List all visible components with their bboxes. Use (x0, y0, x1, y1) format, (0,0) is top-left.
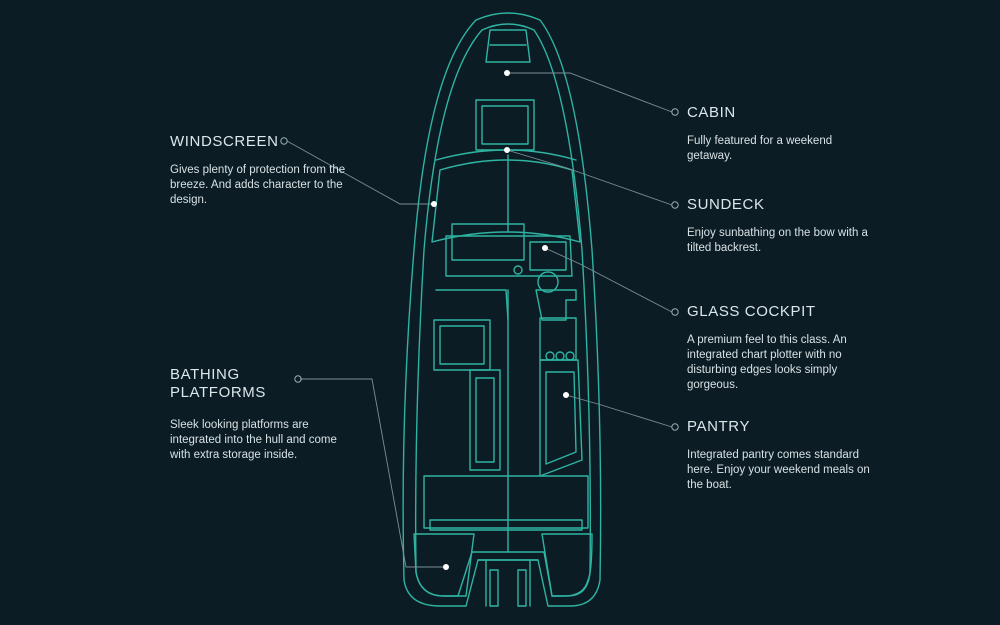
windscreen-callout: WINDSCREEN Gives plenty of protection fr… (170, 133, 360, 208)
glass-cockpit-callout: GLASS COCKPIT A premium feel to this cla… (687, 303, 872, 393)
pantry-callout: PANTRY Integrated pantry comes standard … (687, 418, 872, 493)
sundeck-callout: SUNDECK Enjoy sunbathing on the bow with… (687, 196, 877, 256)
windscreen-marker-dot[interactable] (431, 201, 437, 207)
sundeck-description: Enjoy sunbathing on the bow with a tilte… (687, 227, 868, 254)
cabin-description: Fully featured for a weekend getaway. (687, 135, 833, 162)
windscreen-title: WINDSCREEN (170, 133, 279, 150)
sundeck-title: SUNDECK (687, 196, 765, 213)
cabin-leader-line (507, 72, 673, 113)
pantry-marker-dot[interactable] (563, 392, 569, 398)
glass-cockpit-ring-icon (671, 308, 679, 316)
feature-markers (280, 70, 679, 570)
bathing-platforms-marker-dot[interactable] (443, 564, 449, 570)
cabin-ring-icon (671, 108, 679, 116)
sundeck-leader-line (506, 149, 673, 206)
bathing-platforms-description: Sleek looking platforms are integrated i… (170, 419, 337, 461)
cabin-callout: CABIN Fully featured for a weekend getaw… (687, 104, 877, 164)
bathing-platforms-ring-icon (294, 375, 302, 383)
pantry-leader-line (565, 394, 673, 428)
windscreen-description: Gives plenty of protection from the bree… (170, 164, 346, 206)
bathing-platforms-title: BATHING PLATFORMS (170, 366, 266, 401)
cabin-marker-dot[interactable] (504, 70, 510, 76)
windscreen-leader-line (286, 140, 434, 205)
bathing-platforms-leader-line (300, 378, 446, 568)
sundeck-marker-dot[interactable] (504, 147, 510, 153)
pantry-description: Integrated pantry comes standard here. E… (687, 449, 870, 491)
hull-outline (402, 12, 602, 607)
pantry-ring-icon (671, 423, 679, 431)
sundeck-ring-icon (671, 201, 679, 209)
leader-lines (286, 72, 673, 568)
glass-cockpit-description: A premium feel to this class. An integra… (687, 334, 847, 391)
glass-cockpit-marker-dot[interactable] (542, 245, 548, 251)
bathing-platforms-callout: BATHING PLATFORMS Sleek looking platform… (170, 366, 340, 463)
pantry-title: PANTRY (687, 418, 751, 435)
glass-cockpit-leader-line (544, 247, 673, 313)
cabin-title: CABIN (687, 104, 736, 121)
glass-cockpit-title: GLASS COCKPIT (687, 303, 816, 320)
windscreen-ring-icon (280, 137, 288, 145)
